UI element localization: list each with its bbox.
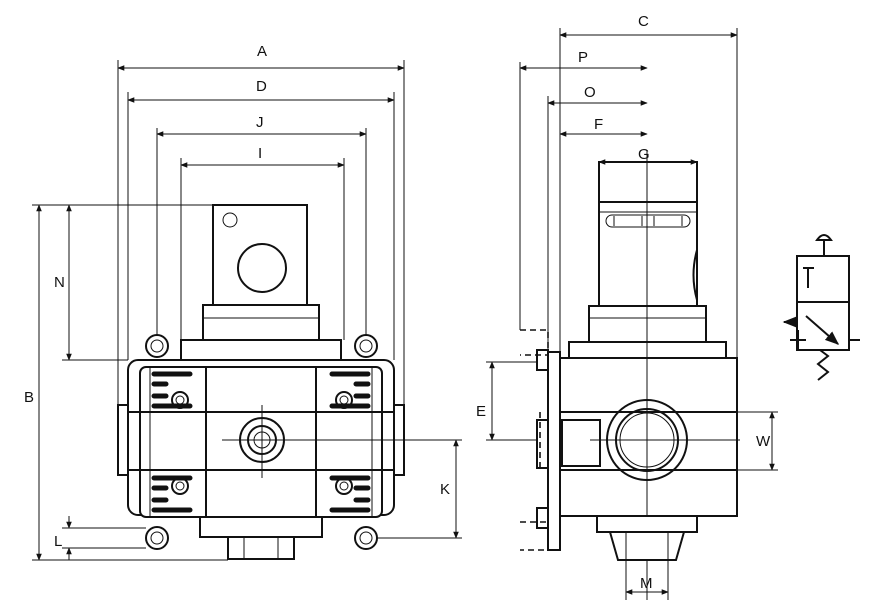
dim-label-j: J [256, 114, 264, 131]
center-port [222, 405, 300, 478]
dim-label-f: F [594, 116, 603, 133]
dim-label-o: O [584, 84, 596, 101]
dim-label-b: B [24, 389, 34, 406]
cooling-fins-right-bottom [329, 475, 371, 513]
cooling-fins-right-top [329, 371, 371, 409]
dim-label-w: W [756, 433, 771, 450]
dim-label-g: G [638, 146, 650, 163]
dim-label-d: D [256, 78, 267, 95]
dim-label-l: L [54, 533, 62, 550]
valve-symbol [782, 234, 860, 381]
dim-label-c: C [638, 13, 649, 30]
dim-label-i: I [258, 145, 262, 162]
dim-label-p: P [578, 49, 588, 66]
dim-label-e: E [476, 403, 486, 420]
dim-label-n: N [54, 274, 65, 291]
cooling-fins-left-top [151, 371, 193, 409]
side-dimensions: C P O F G E W M [476, 13, 778, 600]
side-view [520, 150, 740, 600]
front-dimensions: A D J I N B L K [24, 43, 462, 561]
dim-label-k: K [440, 481, 450, 498]
cooling-fins-left-bottom [151, 475, 193, 513]
front-view [117, 204, 405, 560]
dim-label-m: M [640, 575, 653, 592]
dim-label-a: A [257, 43, 267, 60]
